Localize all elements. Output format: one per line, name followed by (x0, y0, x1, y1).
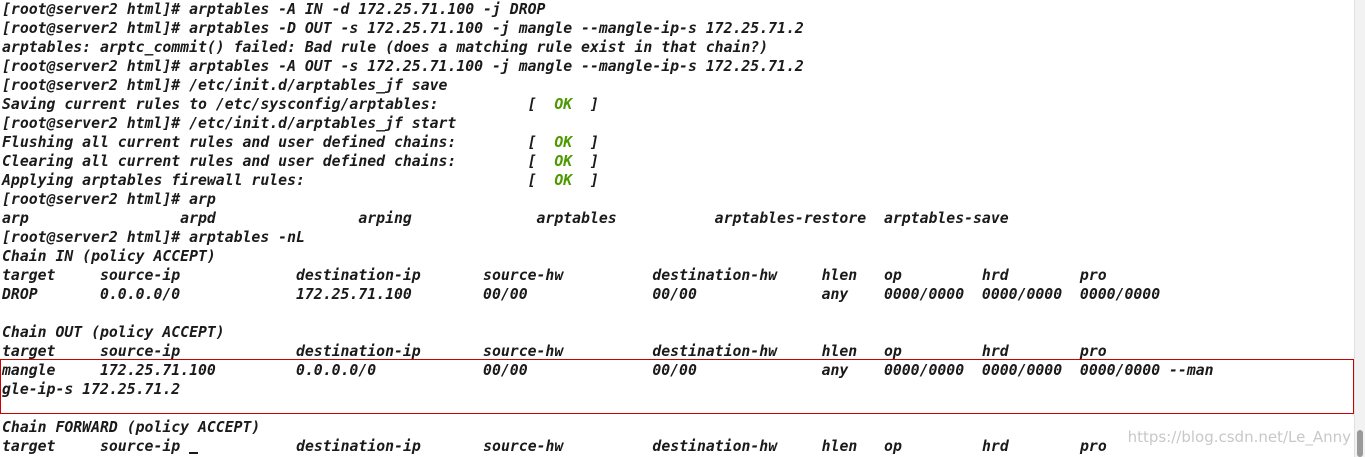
status-ok: OK (554, 172, 573, 189)
highlight-box (0, 359, 1354, 414)
vertical-scrollbar[interactable] (1354, 0, 1365, 457)
status-line: Flushing all current rules and user defi… (2, 133, 1214, 152)
status-line: Clearing all current rules and user defi… (2, 152, 1214, 171)
terminal-output: [root@server2 html]# arptables -A IN -d … (2, 0, 1214, 456)
table-header-rest: destination-ip source-hw destination-hw … (198, 438, 1107, 455)
scrollbar-thumb[interactable] (1357, 430, 1363, 457)
table-row: mangle 172.25.71.100 0.0.0.0/0 00/00 00/… (2, 362, 1214, 379)
status-bracket-open: [ (527, 172, 555, 189)
status-label: Saving current rules to /etc/sysconfig/a… (2, 96, 528, 113)
status-label: Applying arptables firewall rules: (2, 172, 528, 189)
status-bracket-open: [ (527, 153, 555, 170)
status-bracket-close: ] (572, 172, 599, 189)
terminal-line: arptables: arptc_commit() failed: Bad ru… (2, 39, 769, 56)
status-ok: OK (554, 153, 573, 170)
table-row: DROP 0.0.0.0/0 172.25.71.100 00/00 00/00… (2, 286, 1161, 303)
table-header-start: target source-ip (2, 438, 190, 455)
terminal-line: [root@server2 html]# arptables -D OUT -s… (2, 20, 804, 37)
terminal-line: [root@server2 html]# arp (2, 191, 216, 208)
status-ok: OK (554, 134, 573, 151)
status-bracket-close: ] (572, 153, 599, 170)
terminal-line: [root@server2 html]# arptables -A IN -d … (2, 1, 546, 18)
watermark: https://blog.csdn.net/Le_Anny (1127, 428, 1351, 446)
table-header: target source-ip destination-ip source-h… (2, 267, 1107, 284)
text-cursor (189, 452, 199, 454)
chain-header: Chain IN (policy ACCEPT) (2, 248, 216, 265)
status-bracket-close: ] (572, 96, 599, 113)
table-header-partial: target source-ip destination-ip source-h… (2, 437, 1214, 456)
status-line: Saving current rules to /etc/sysconfig/a… (2, 95, 1214, 114)
status-ok: OK (554, 96, 573, 113)
terminal-line: [root@server2 html]# /etc/init.d/arptabl… (2, 115, 457, 132)
terminal-line: [root@server2 html]# arptables -A OUT -s… (2, 58, 804, 75)
chain-header: Chain FORWARD (policy ACCEPT) (2, 419, 261, 436)
table-row-continuation: gle-ip-s 172.25.71.2 (2, 381, 181, 398)
status-bracket-open: [ (527, 96, 555, 113)
terminal-line: [root@server2 html]# arptables -nL (2, 229, 305, 246)
blank-line (2, 304, 1214, 323)
status-bracket-open: [ (527, 134, 555, 151)
table-header: target source-ip destination-ip source-h… (2, 343, 1107, 360)
status-label: Flushing all current rules and user defi… (2, 134, 528, 151)
status-line: Applying arptables firewall rules: [ OK … (2, 171, 1214, 190)
chain-header: Chain OUT (policy ACCEPT) (2, 324, 225, 341)
terminal-line: [root@server2 html]# /etc/init.d/arptabl… (2, 77, 448, 94)
status-label: Clearing all current rules and user defi… (2, 153, 528, 170)
status-bracket-close: ] (572, 134, 599, 151)
completion-list: arp arpd arping arptables arptables-rest… (2, 210, 1009, 227)
